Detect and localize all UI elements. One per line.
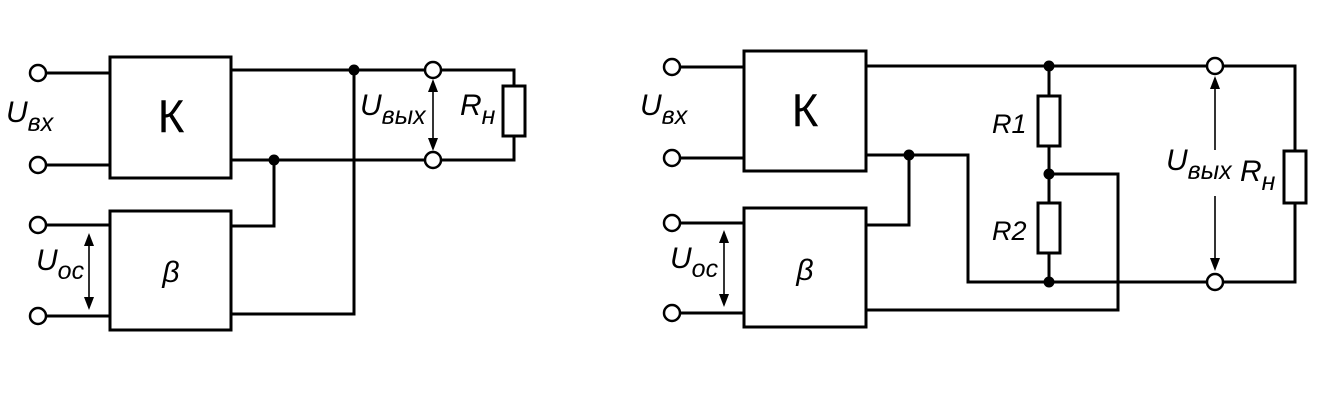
left-junction-mid (268, 154, 280, 166)
right-u-in-label: Uвх (640, 89, 689, 130)
resistor-r2 (1036, 201, 1062, 255)
left-load-resistor (501, 84, 527, 138)
left-input-terminal-bottom (28, 155, 48, 175)
left-u-out-label: Uвых (360, 89, 427, 130)
right-uout-arrow-upper (1210, 76, 1220, 150)
right-input-terminal-top (662, 57, 682, 77)
left-amplifier-block (108, 55, 233, 180)
right-amplifier-label: К (792, 84, 819, 136)
left-feedback-block (108, 209, 233, 332)
left-fb-terminal-bottom (28, 306, 48, 326)
right-uout-arrow-lower (1210, 196, 1220, 271)
right-feedback-label: β (795, 254, 813, 287)
right-wires (670, 64, 1297, 315)
right-u-out-label: Uвых (1166, 144, 1233, 185)
left-u-fb-label: Uос (36, 244, 85, 285)
right-load-resistor (1282, 149, 1308, 205)
right-circuit: К β Uвх Uос Uвых Rн R (640, 49, 1308, 329)
left-r-load-label: Rн (460, 89, 496, 130)
left-output-terminal-top (423, 60, 443, 80)
left-junction-top (348, 64, 360, 76)
left-output-terminal-bottom (423, 150, 443, 170)
right-uos-arrow (719, 230, 729, 307)
r2-label: R2 (992, 216, 1027, 246)
right-feedback-block (742, 206, 868, 329)
right-fb-terminal-bottom (662, 303, 682, 323)
left-feedback-label: β (161, 256, 179, 289)
right-amplifier-block (742, 49, 868, 173)
right-u-fb-label: Uос (670, 242, 719, 283)
r1-label: R1 (992, 109, 1027, 139)
left-uout-arrow (428, 79, 438, 151)
right-fb-terminal-top (662, 213, 682, 233)
right-input-terminal-bottom (662, 148, 682, 168)
right-output-terminal-top (1205, 56, 1225, 76)
left-amplifier-label: К (158, 90, 185, 142)
resistor-r1 (1036, 94, 1062, 148)
right-junction-amp-out (903, 149, 915, 161)
left-u-in-label: Uвх (6, 96, 55, 137)
left-circuit: К β Uвх Uос Uвых Rн (6, 55, 527, 332)
right-junction-top (1043, 60, 1055, 72)
right-junction-divider-mid (1043, 168, 1055, 180)
left-uos-arrow (84, 233, 94, 310)
right-junction-bottom (1043, 276, 1055, 288)
left-fb-terminal-top (28, 215, 48, 235)
right-output-terminal-bottom (1205, 272, 1225, 292)
left-input-terminal-top (28, 63, 48, 83)
right-r-load-label: Rн (1240, 155, 1276, 196)
